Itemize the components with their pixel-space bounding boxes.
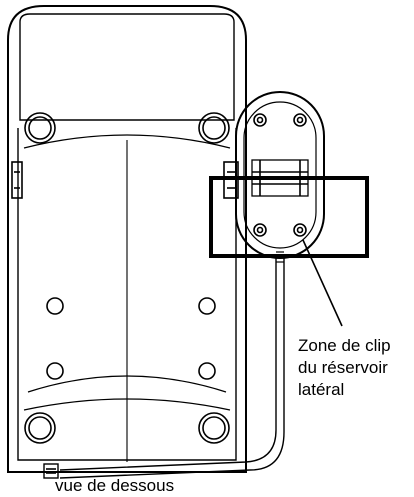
clip-zone-label: Zone de clip du réservoir latéral bbox=[298, 335, 414, 401]
reservoir-tube bbox=[59, 258, 277, 471]
callout-line-1: Zone de clip bbox=[298, 336, 391, 355]
hole-left-1 bbox=[46, 297, 64, 315]
clip-zone-highlight bbox=[209, 176, 369, 258]
foot-top-right bbox=[198, 112, 230, 144]
figure-caption: vue de dessous bbox=[55, 476, 175, 495]
side-reservoir bbox=[235, 91, 325, 259]
hole-right-2 bbox=[198, 362, 216, 380]
callout-line-3: latéral bbox=[298, 380, 345, 399]
hole-right-1 bbox=[198, 297, 216, 315]
bottom-connector bbox=[43, 463, 59, 479]
hole-left-2 bbox=[46, 362, 64, 380]
device-base bbox=[7, 5, 247, 473]
foot-bottom-right bbox=[198, 412, 230, 444]
callout-line-2: du réservoir bbox=[298, 358, 388, 377]
foot-top-left bbox=[24, 112, 56, 144]
callout-leader-line bbox=[302, 239, 343, 327]
foot-bottom-left bbox=[24, 412, 56, 444]
side-tab-left bbox=[11, 161, 23, 199]
